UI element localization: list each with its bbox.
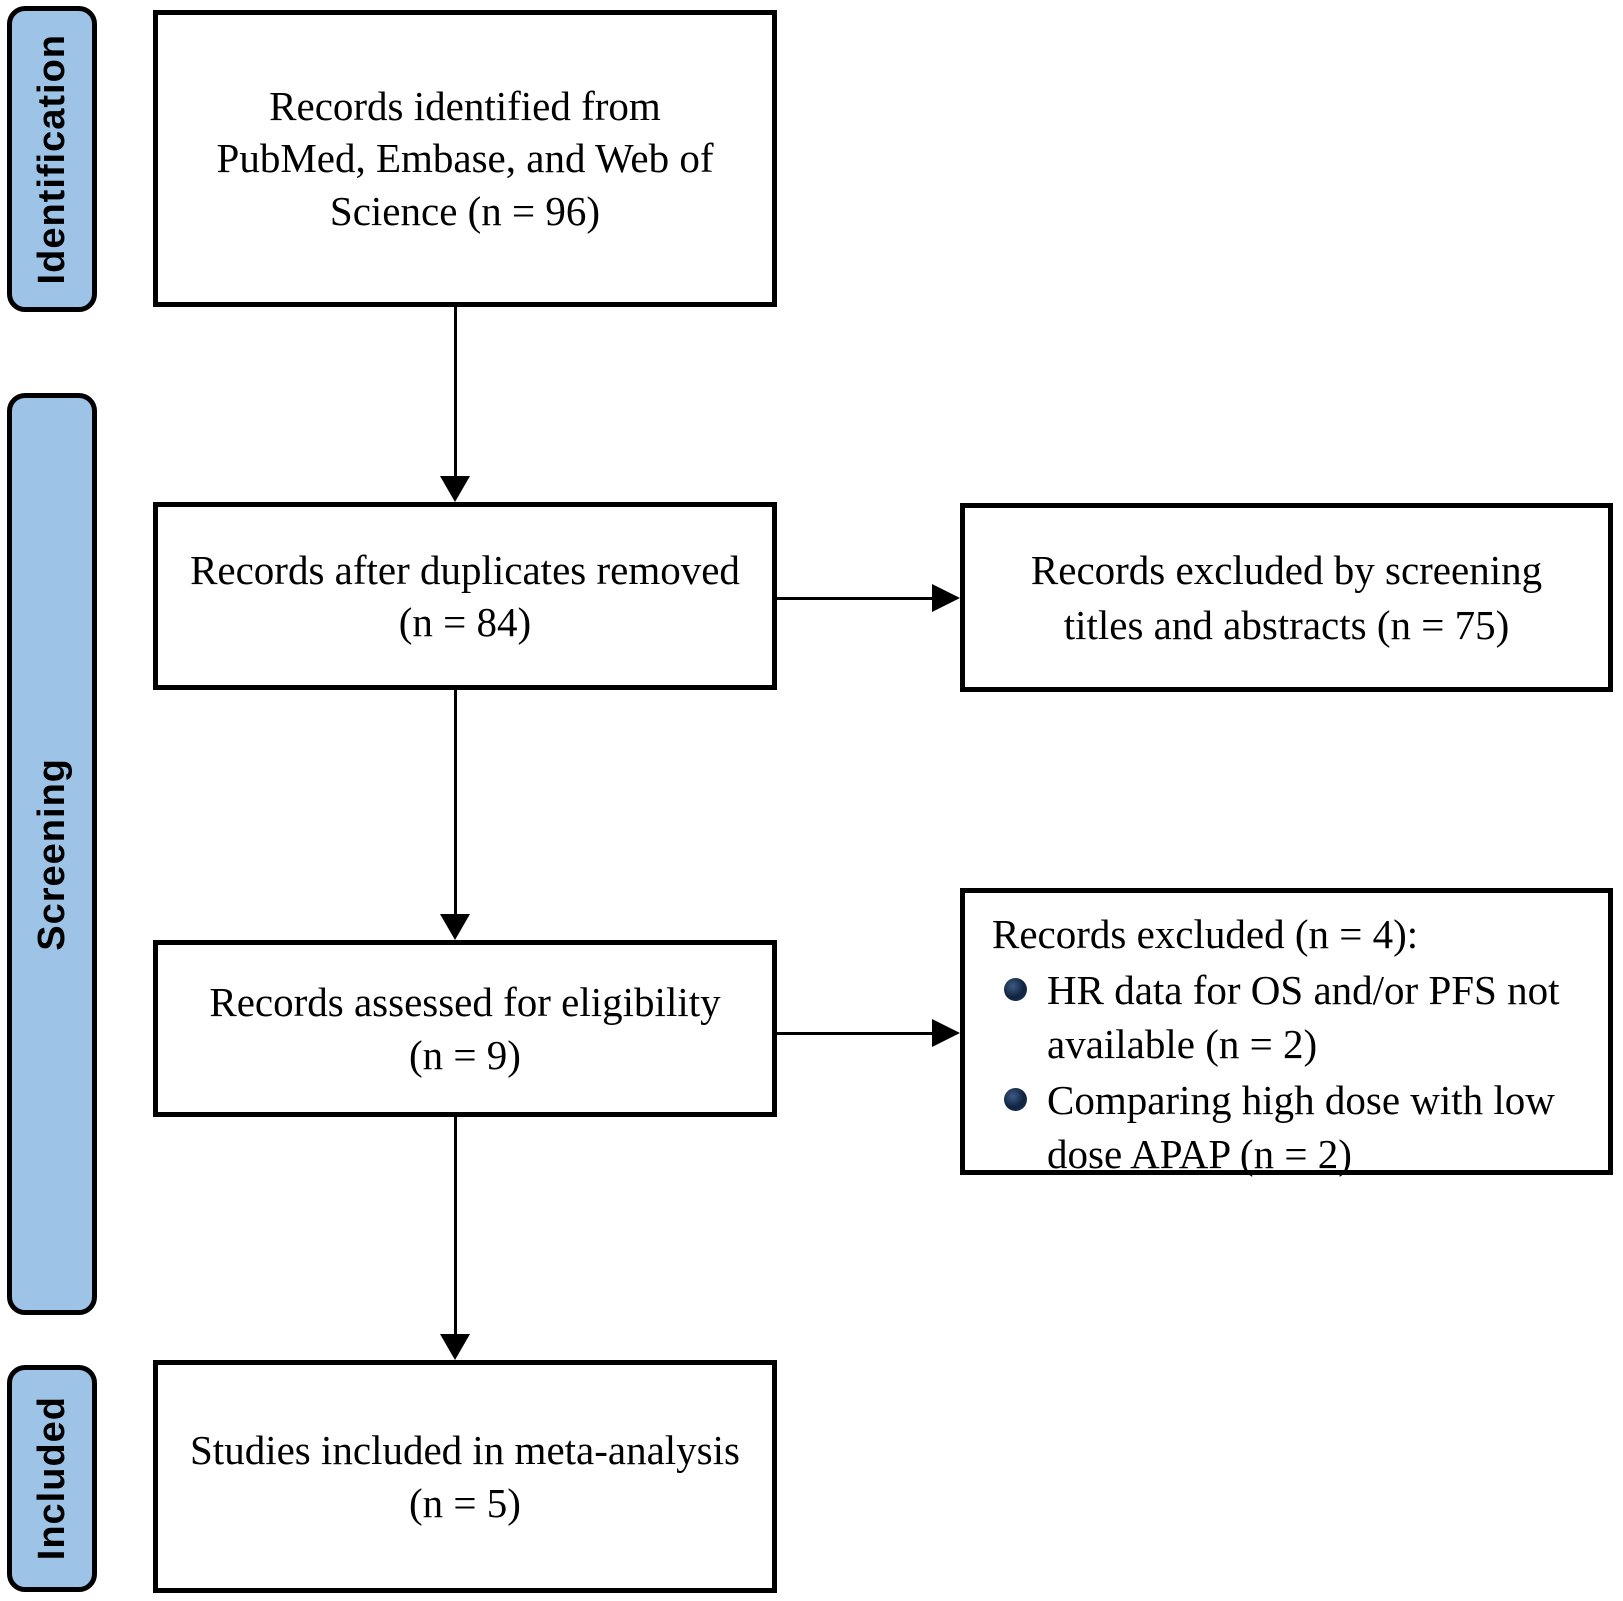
excluded-reason-hr-data-text: HR data for OS and/or PFS not available … (1047, 967, 1560, 1068)
excluded-reason-item: Comparing high dose with low dose APAP (… (1004, 1073, 1594, 1181)
arrow-assessed-to-excluded-line (777, 1032, 934, 1035)
arrow-assessed-to-excluded-head-icon (932, 1019, 960, 1047)
excluded-reason-dose-comparison-text: Comparing high dose with low dose APAP (… (1047, 1077, 1555, 1178)
box-records-excluded-screening: Records excluded by screening titles and… (960, 503, 1613, 692)
stage-label-identification: Identification (7, 6, 97, 312)
stage-label-screening: Screening (7, 393, 97, 1315)
box-records-identified-text: Records identified from PubMed, Embase, … (216, 82, 714, 234)
stage-label-included: Included (7, 1365, 97, 1592)
arrow-dedup-to-excluded-head-icon (932, 584, 960, 612)
arrow-identified-to-dedup-head-icon (440, 476, 470, 502)
box-studies-included: Studies included in meta-analysis (n = 5… (153, 1360, 777, 1593)
box-records-assessed-for-eligibility: Records assessed for eligibility (n = 9) (153, 940, 777, 1117)
box-records-excluded-screening-text: Records excluded by screening titles and… (1030, 546, 1543, 648)
arrow-assessed-to-included-head-icon (440, 1334, 470, 1360)
box-records-after-duplicates-removed: Records after duplicates removed (n = 84… (153, 502, 777, 690)
excluded-eligibility-header: Records excluded (n = 4): (992, 911, 1419, 957)
arrow-assessed-to-included-line (454, 1117, 457, 1334)
excluded-reason-item: HR data for OS and/or PFS not available … (1004, 963, 1594, 1071)
box-records-assessed-for-eligibility-text: Records assessed for eligibility (n = 9) (209, 979, 721, 1078)
bullet-icon (1004, 1088, 1027, 1112)
arrow-dedup-to-excluded-line (777, 597, 934, 600)
arrow-dedup-to-assessed-head-icon (440, 914, 470, 940)
bullet-icon (1004, 978, 1027, 1002)
box-records-identified: Records identified from PubMed, Embase, … (153, 10, 777, 307)
box-studies-included-text: Studies included in meta-analysis (n = 5… (190, 1427, 740, 1526)
arrow-identified-to-dedup-line (454, 307, 457, 476)
box-records-after-duplicates-removed-text: Records after duplicates removed (n = 84… (190, 546, 740, 645)
box-records-excluded-eligibility: Records excluded (n = 4): HR data for OS… (960, 888, 1613, 1177)
arrow-dedup-to-assessed-line (454, 690, 457, 914)
stage-label-screening-text: Screening (30, 757, 73, 951)
stage-label-identification-text: Identification (30, 33, 73, 285)
stage-label-included-text: Included (30, 1396, 73, 1561)
